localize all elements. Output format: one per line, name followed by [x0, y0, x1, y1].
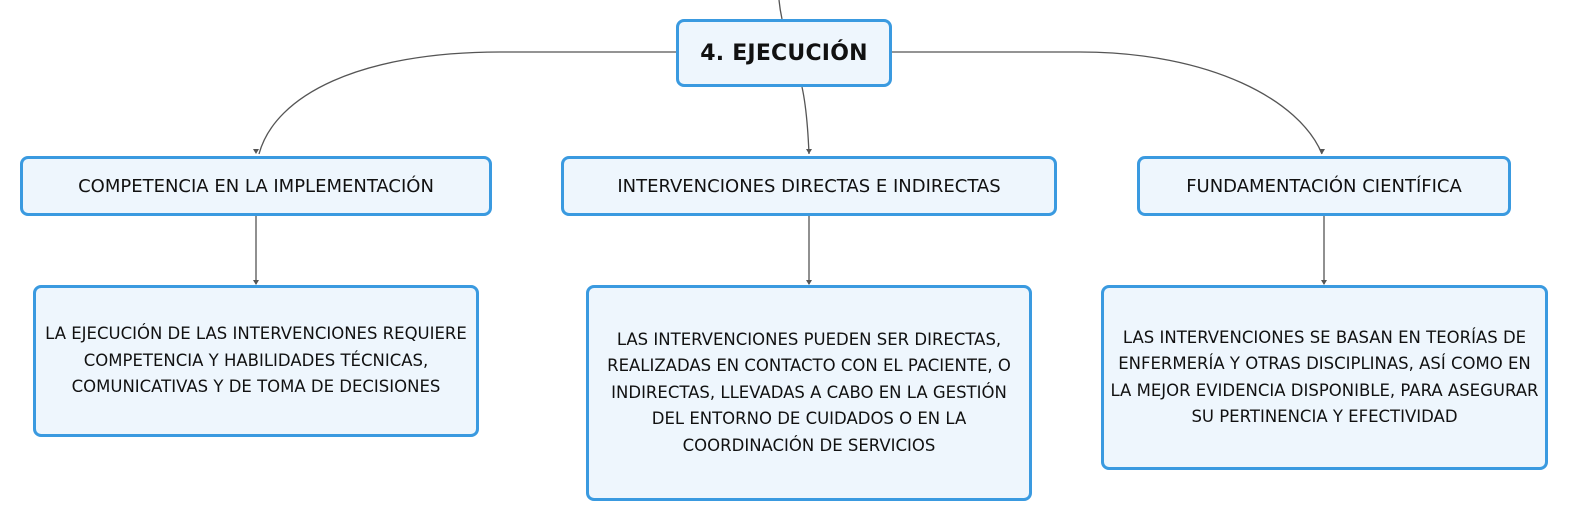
detail-text: LAS INTERVENCIONES PUEDEN SER DIRECTAS, … [607, 329, 1011, 455]
branch-node-fundamentacion[interactable]: FUNDAMENTACIÓN CIENTÍFICA [1137, 156, 1511, 216]
detail-node-intervenciones[interactable]: LAS INTERVENCIONES PUEDEN SER DIRECTAS, … [586, 285, 1032, 501]
branch-title: COMPETENCIA EN LA IMPLEMENTACIÓN [78, 175, 434, 197]
connector-incoming [778, 0, 783, 20]
detail-text: LA EJECUCIÓN DE LAS INTERVENCIONES REQUI… [45, 324, 467, 397]
detail-node-fundamentacion[interactable]: LAS INTERVENCIONES SE BASAN EN TEORÍAS D… [1101, 285, 1548, 470]
branch-node-intervenciones[interactable]: INTERVENCIONES DIRECTAS E INDIRECTAS [561, 156, 1057, 216]
root-label: 4. EJECUCIÓN [700, 40, 868, 66]
branch-title: INTERVENCIONES DIRECTAS E INDIRECTAS [617, 175, 1001, 197]
root-node[interactable]: 4. EJECUCIÓN [676, 19, 892, 87]
branch-node-competencia[interactable]: COMPETENCIA EN LA IMPLEMENTACIÓN [20, 156, 492, 216]
arrowhead-fundamentacion-detail [1321, 280, 1327, 285]
arrowhead-intervenciones [806, 149, 812, 154]
connector-root-to-fundamentacion [892, 51, 1323, 155]
detail-text: LAS INTERVENCIONES SE BASAN EN TEORÍAS D… [1110, 327, 1539, 427]
arrowhead-competencia [253, 149, 259, 154]
connector-root-to-competencia [258, 51, 676, 155]
branch-title: FUNDAMENTACIÓN CIENTÍFICA [1186, 175, 1462, 197]
arrowhead-fundamentacion [1319, 149, 1325, 154]
connector-root-to-intervenciones [801, 86, 810, 155]
arrowhead-competencia-detail [253, 280, 259, 285]
detail-node-competencia[interactable]: LA EJECUCIÓN DE LAS INTERVENCIONES REQUI… [33, 285, 479, 437]
arrowhead-intervenciones-detail [806, 280, 812, 285]
